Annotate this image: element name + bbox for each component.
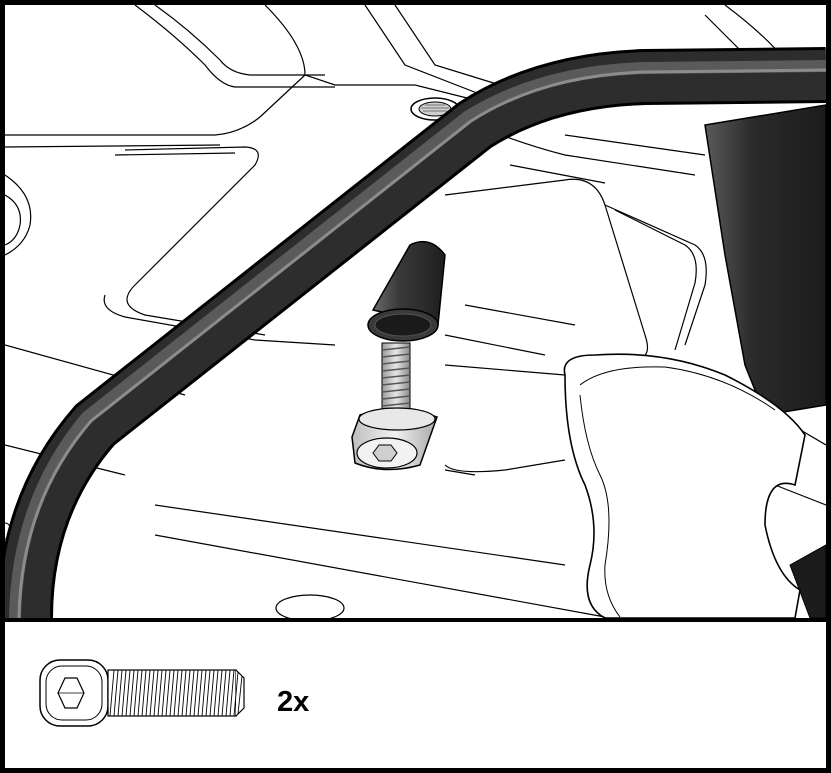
side-panel-lower xyxy=(789,544,826,618)
side-panel xyxy=(704,104,826,416)
mounting-hole-bottom xyxy=(275,594,345,618)
quantity-label: 2x xyxy=(277,686,310,718)
bracket-edge-line xyxy=(579,366,776,411)
assembly-drawing xyxy=(5,5,826,618)
assembly-illustration xyxy=(5,5,826,622)
bracket-inner-line xyxy=(579,394,621,618)
frame-tube xyxy=(5,47,826,618)
parts-panel: 2x xyxy=(5,622,826,768)
socket-head-cap-screw-icon xyxy=(39,659,245,727)
bolt-head xyxy=(351,407,438,471)
mounting-bracket xyxy=(563,353,806,618)
spacer-sleeve xyxy=(367,240,446,342)
